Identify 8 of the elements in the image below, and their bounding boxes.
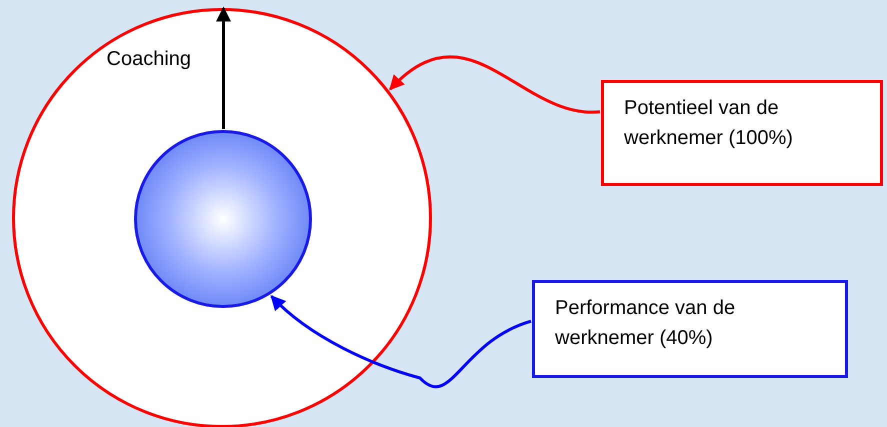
text-box xyxy=(601,80,883,186)
arrow xyxy=(216,6,231,129)
edge-label: Coaching xyxy=(106,46,192,72)
text-box xyxy=(532,280,848,378)
box-label: Performance van de werknemer (40%) xyxy=(555,296,736,351)
box-label: Potentieel van de werknemer (100%) xyxy=(624,96,794,151)
arrow xyxy=(270,295,532,388)
arrow xyxy=(389,56,600,114)
